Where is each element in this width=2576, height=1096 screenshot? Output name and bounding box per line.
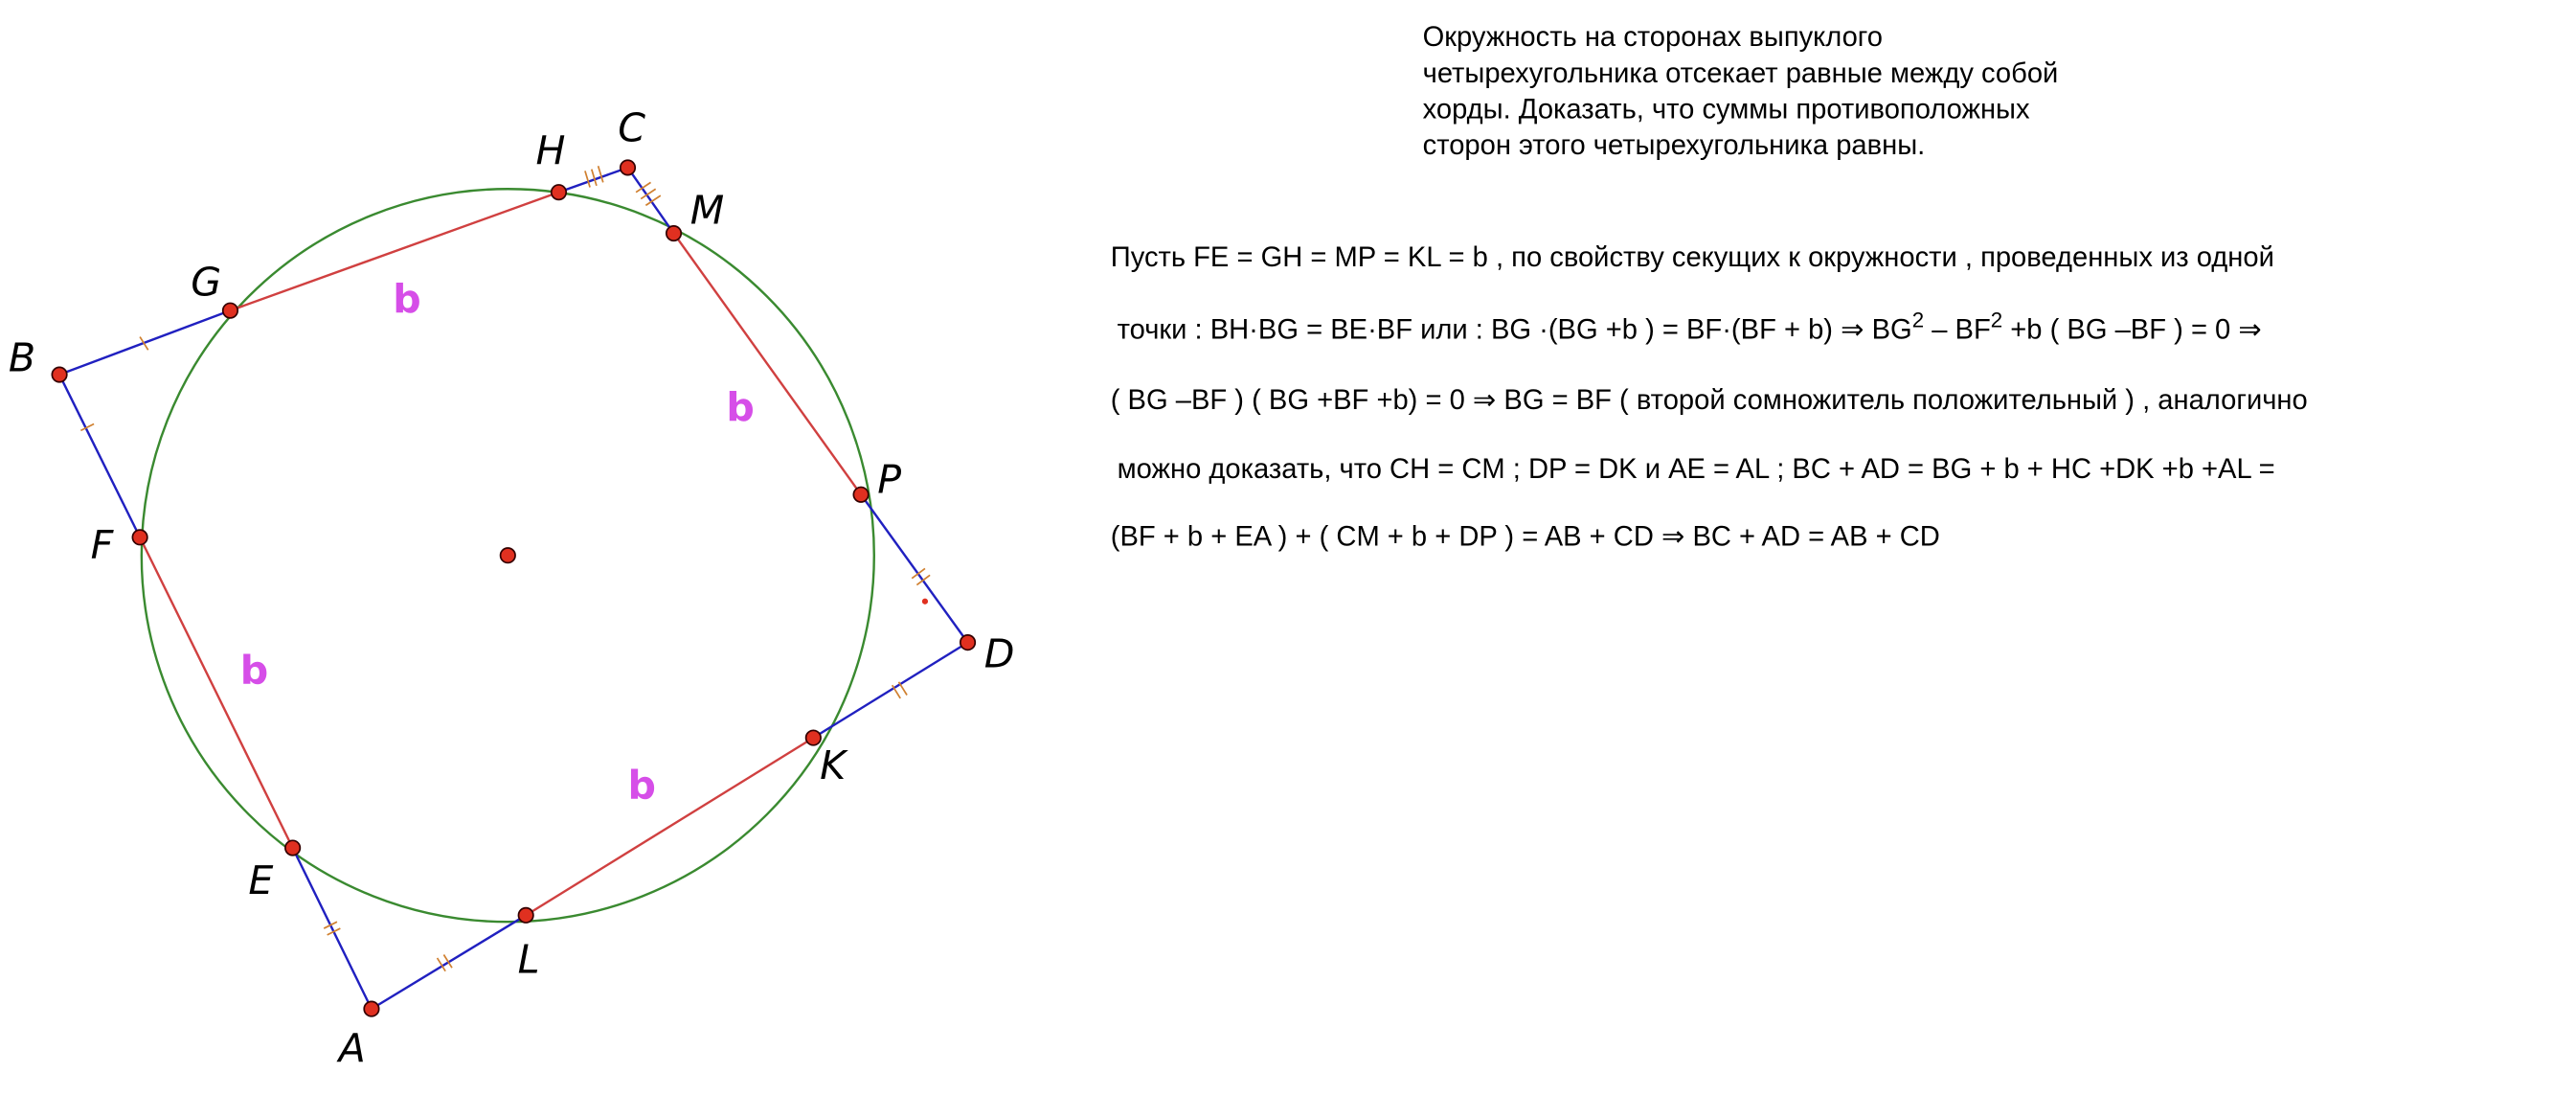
svg-text:b: b [726, 384, 754, 430]
svg-text:K: K [820, 742, 848, 788]
svg-text:D: D [984, 630, 1015, 676]
svg-text:хорды. Доказать, что суммы про: хорды. Доказать, что суммы противоположн… [1423, 94, 2030, 125]
tick-marks [79, 165, 931, 972]
svg-text:можно доказать, что CH = CM ;: можно доказать, что CH = CM ; DP = DK и … [1118, 454, 2275, 485]
svg-text:b: b [628, 763, 656, 809]
svg-text:P: P [877, 457, 901, 503]
svg-text:b: b [240, 647, 268, 693]
svg-text:B: B [9, 335, 35, 381]
svg-text:H: H [535, 128, 565, 174]
circle-center [499, 547, 516, 564]
equal-chords [139, 191, 863, 917]
svg-text:F: F [91, 522, 115, 568]
solution-text: Пусть FE = GH = MP = KL = b , по свойств… [1111, 242, 2308, 553]
points [51, 159, 977, 1017]
svg-text:C: C [618, 105, 645, 151]
problem-statement: Окружность на сторонах выпуклого четырех… [1423, 22, 2059, 161]
point-labels: H C M G B P F D K E L A [9, 105, 1014, 1071]
svg-text:M: M [690, 187, 725, 233]
svg-text:G: G [191, 260, 221, 306]
svg-text:E: E [248, 857, 273, 903]
svg-text:b: b [393, 276, 420, 322]
svg-text:сторон этого четырехугольника: сторон этого четырехугольника равны. [1423, 130, 1926, 161]
svg-text:A: A [336, 1025, 366, 1071]
chord-labels: b b b b [240, 276, 755, 809]
circle [140, 188, 875, 924]
svg-text:четырехугольника отсекает равн: четырехугольника отсекает равные между с… [1423, 58, 2059, 89]
svg-text:( BG –BF ) ( BG +BF +b) = 0 ⇒: ( BG –BF ) ( BG +BF +b) = 0 ⇒ BG = BF ( … [1111, 385, 2308, 416]
svg-text:(BF + b + EA ) + ( CM + b + DP: (BF + b + EA ) + ( CM + b + DP ) = AB + … [1111, 521, 1940, 552]
svg-text:точки : BH·BG = BE·BF или : B: точки : BH·BG = BE·BF или : BG ·(BG +b )… [1118, 308, 2262, 345]
svg-text:Окружность на сторонах выпукло: Окружность на сторонах выпуклого [1423, 22, 1883, 53]
svg-text:Пусть FE = GH = MP = KL = b ,: Пусть FE = GH = MP = KL = b , по свойств… [1111, 242, 2274, 273]
svg-text:L: L [518, 936, 540, 982]
